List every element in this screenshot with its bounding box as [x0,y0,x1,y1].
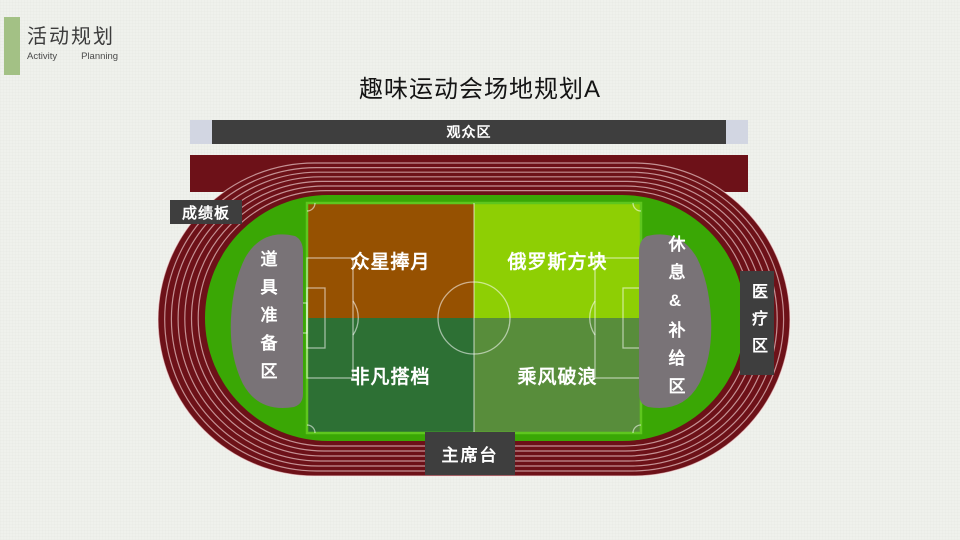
zone-rect-2 [307,318,474,433]
accent-bar [4,17,20,75]
scoreboard-label: 成绩板 [170,200,242,224]
header-subtitle-left: Activity [27,51,58,62]
header-subtitle: Activity Planning [27,51,118,62]
rostrum-label: 主席台 [425,432,515,475]
rest-supply-label: 休息&补给区 [665,235,685,405]
medical-area-box: 医疗区 [740,271,774,375]
medical-area-label: 医疗区 [749,282,766,364]
header-subtitle-right: Planning [81,51,119,62]
rest-supply-label-wrap: 休息&补给区 [658,226,692,414]
spectator-bar-body [212,120,726,144]
props-prep-label-wrap: 道具准备区 [250,228,284,412]
header-title: 活动规划 [27,26,115,48]
zone-rect-1 [474,203,641,318]
activity-pitch [298,201,650,435]
spectator-area-label: 观众区 [446,124,492,140]
zone-rect-0 [307,203,474,318]
rest-supply-zone-shape [639,234,712,409]
props-prep-zone-shape [230,234,303,409]
zone-rect-3 [474,318,641,433]
spectator-bar-right-cap [726,120,748,144]
props-prep-label: 道具准备区 [257,250,277,390]
spectator-bar-left-cap [190,120,212,144]
spectator-area-bar: 观众区 [190,120,748,144]
slide-title: 趣味运动会场地规划A [358,76,601,103]
